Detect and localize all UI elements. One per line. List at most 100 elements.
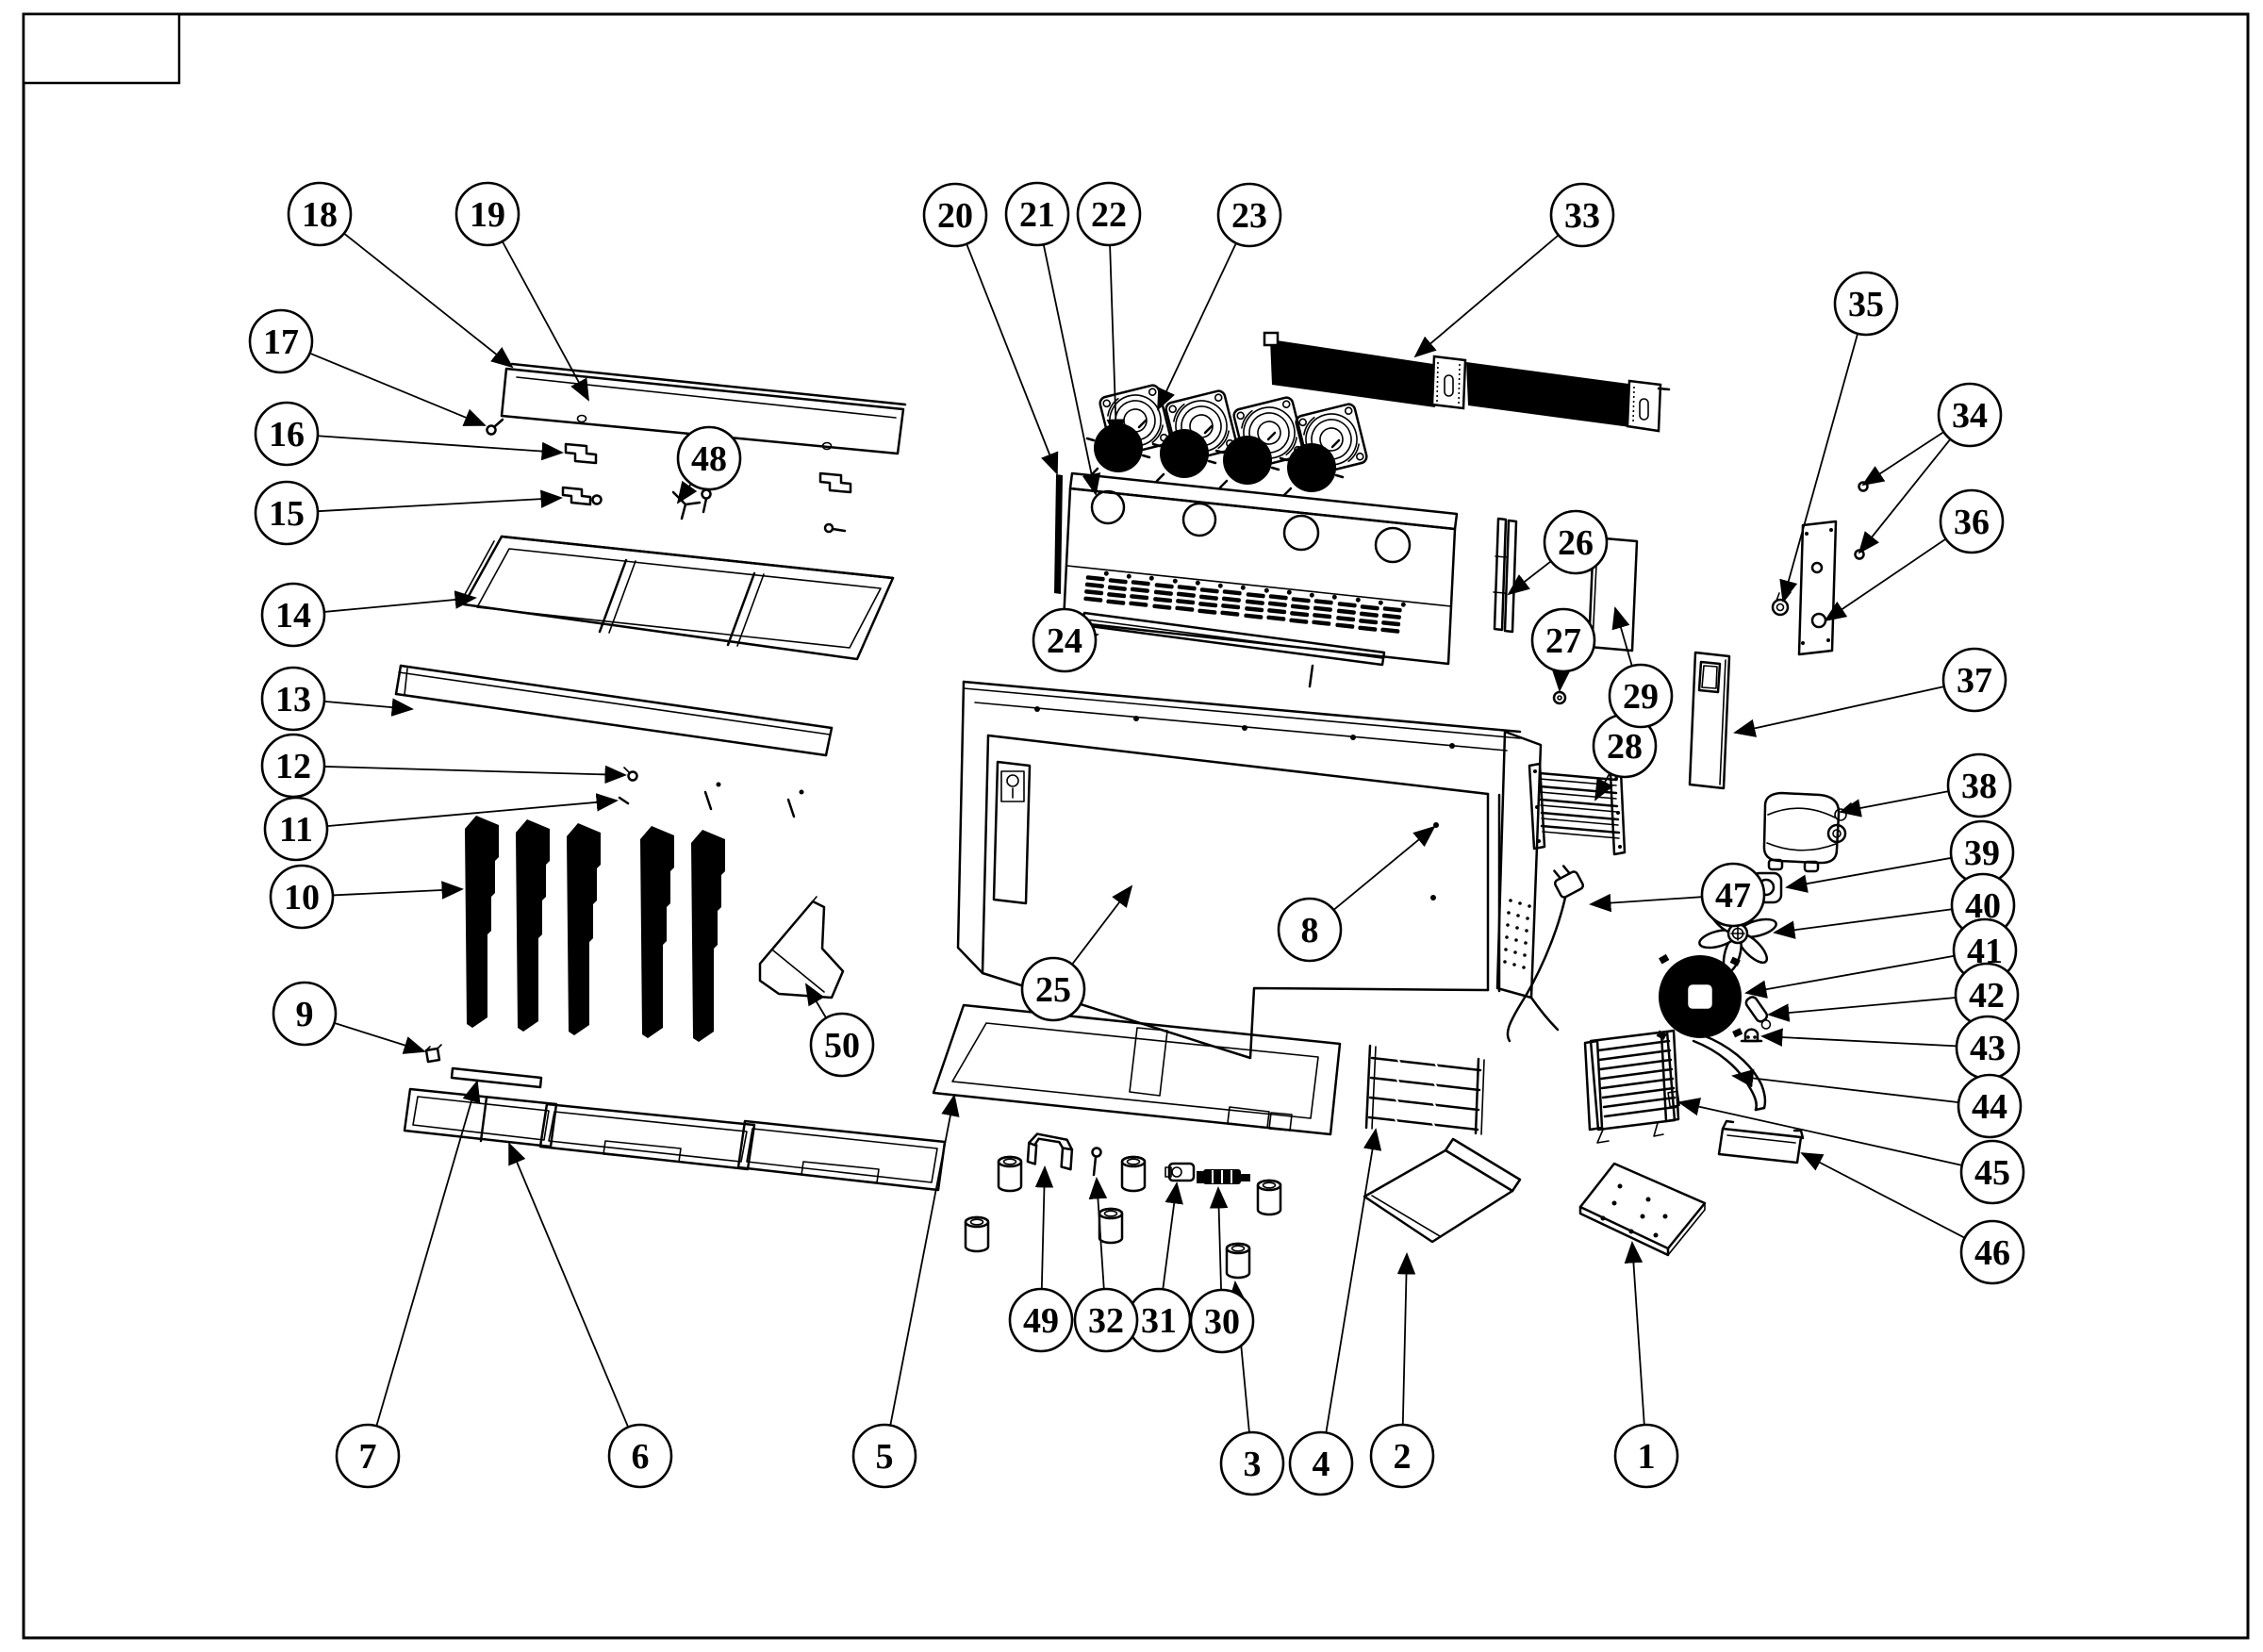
balloon-6 (607, 1423, 673, 1489)
balloon-number-50: 50 (824, 1026, 860, 1066)
balloon-number-14: 14 (275, 596, 311, 636)
balloon-number-13: 13 (275, 680, 311, 719)
leader-line-50 (805, 983, 827, 1019)
balloon-number-48: 48 (691, 439, 727, 479)
balloon-number-5: 5 (876, 1437, 894, 1477)
glass-top-frame (457, 535, 895, 661)
balloon-number-4: 4 (1313, 1445, 1330, 1484)
small-fittings (1026, 1132, 1250, 1184)
balloon-number-7: 7 (359, 1437, 377, 1477)
balloon-8 (1277, 897, 1343, 963)
leader-line-47 (1589, 893, 1703, 913)
balloon-number-46: 46 (1974, 1233, 2010, 1273)
balloon-number-27: 27 (1545, 621, 1581, 661)
screw-27 (1552, 690, 1567, 705)
balloon-number-2: 2 (1394, 1437, 1412, 1477)
leader-line-15 (317, 489, 563, 513)
balloon-number-30: 30 (1204, 1302, 1240, 1342)
leader-line-13 (323, 698, 414, 717)
balloon-number-43: 43 (1970, 1029, 2006, 1068)
divider-panel-37 (1688, 651, 1731, 790)
leader-line-39 (1785, 856, 1952, 893)
balloon-number-11: 11 (279, 810, 313, 850)
balloon-number-15: 15 (269, 494, 305, 534)
balloon-number-17: 17 (263, 322, 299, 362)
leader-line-35 (1779, 333, 1858, 603)
seal-strip (1054, 474, 1063, 594)
balloon-2 (1369, 1423, 1435, 1489)
leader-line-45 (1677, 1098, 1962, 1166)
balloon-23 (1216, 182, 1282, 248)
balloon-number-18: 18 (302, 195, 338, 235)
leader-line-23 (1157, 242, 1237, 411)
balloon-44 (1957, 1073, 2023, 1139)
balloon-number-6: 6 (632, 1437, 650, 1477)
balloon-14 (260, 582, 326, 648)
power-cord (1506, 865, 1585, 1043)
bottom-tray (932, 1003, 1342, 1136)
shelf-rail (394, 664, 834, 757)
balloon-number-10: 10 (284, 878, 320, 917)
balloon-13 (260, 666, 326, 732)
balloon-number-23: 23 (1231, 196, 1267, 236)
leader-line-21 (1042, 244, 1101, 496)
leader-line-20 (966, 243, 1059, 475)
leader-line-27 (1551, 669, 1571, 692)
leader-line-34 (1858, 438, 1952, 554)
sheet-border (22, 12, 2250, 1640)
leader-line-22 (1106, 244, 1126, 441)
leader-line-33 (1413, 234, 1560, 358)
leader-line-7 (375, 1080, 481, 1427)
tubing-coil-41 (1656, 953, 1743, 1040)
balloon-number-19: 19 (470, 195, 505, 235)
leader-line-38 (1839, 790, 1949, 818)
balloon-number-26: 26 (1558, 523, 1594, 563)
balloon-number-9: 9 (296, 995, 314, 1034)
balloon-47 (1700, 862, 1766, 928)
balloon-10 (269, 864, 335, 930)
filter-drier-42 (1744, 996, 1772, 1030)
balloon-35 (1833, 271, 1899, 337)
leader-line-46 (1800, 1152, 1966, 1239)
balloon-number-16: 16 (269, 415, 305, 454)
balloon-number-22: 22 (1091, 195, 1127, 235)
pipe-clamp-43 (1740, 1028, 1763, 1043)
balloon-1 (1613, 1423, 1679, 1489)
mounting-pin (786, 798, 796, 818)
leader-line-2 (1396, 1252, 1416, 1426)
mounting-pin (703, 790, 713, 811)
balloon-50 (809, 1012, 875, 1078)
barbed-connector (1197, 1169, 1250, 1184)
leader-line-40 (1773, 908, 1953, 939)
balloon-29 (1608, 663, 1674, 729)
balloon-number-29: 29 (1623, 677, 1659, 717)
leader-line-4 (1325, 1128, 1382, 1433)
leader-line-26 (1507, 560, 1552, 596)
balloon-number-44: 44 (1972, 1087, 2007, 1127)
drain-cube (424, 1044, 442, 1064)
balloon-number-37: 37 (1957, 661, 1992, 701)
balloon-15 (254, 480, 320, 546)
wire-rack-4 (1364, 1044, 1485, 1135)
leader-line-41 (1744, 954, 1955, 999)
balloon-number-35: 35 (1848, 285, 1884, 324)
balloon-22 (1076, 181, 1142, 247)
leader-line-25 (1071, 884, 1133, 966)
leader-line-29 (1611, 606, 1633, 667)
balloon-26 (1543, 509, 1609, 575)
leader-line-32 (1088, 1177, 1108, 1290)
balloon-number-34: 34 (1952, 396, 1988, 436)
leader-line-49 (1034, 1165, 1054, 1290)
leader-line-30 (1209, 1186, 1229, 1291)
louvered-panel (1054, 471, 1459, 666)
cabinet-body (956, 680, 1560, 1060)
balloon-16 (254, 401, 320, 467)
leader-line-48 (676, 480, 698, 504)
balloon-number-8: 8 (1301, 911, 1319, 950)
balloon-17 (248, 308, 314, 374)
balloon-48 (676, 425, 742, 491)
balloon-number-33: 33 (1564, 196, 1600, 236)
leader-line-10 (332, 881, 464, 900)
